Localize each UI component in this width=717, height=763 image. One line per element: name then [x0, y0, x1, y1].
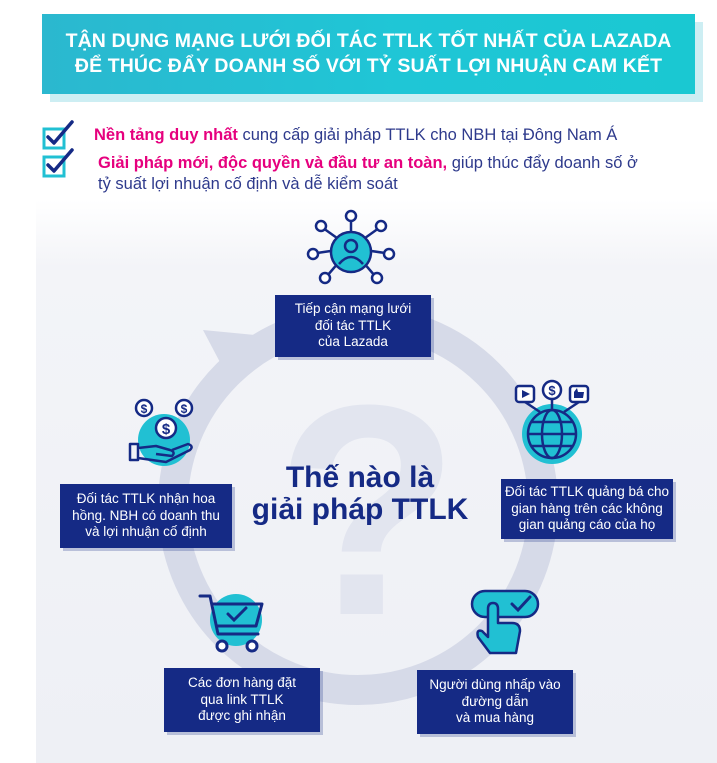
step-3-line-2: đường dẫn: [461, 693, 529, 709]
step-5-line-1: Đối tác TTLK nhận hoa: [76, 491, 216, 507]
ring-arrowhead: [203, 330, 255, 385]
step-1-line-2: đối tác TTLK: [314, 317, 392, 333]
step-2-line-1: Đối tác TTLK quảng bá cho: [504, 484, 670, 500]
step-5-line-2: hồng. NBH có doanh thu: [72, 507, 220, 523]
bullet-1-bold: Nền tảng duy nhất: [94, 126, 238, 144]
svg-text:$: $: [141, 402, 148, 416]
bullet-2-bold: Giải pháp mới, độc quyền và đầu tư an to…: [98, 154, 448, 172]
svg-text:$: $: [548, 383, 556, 398]
step-4-line-1: Các đơn hàng đặt: [188, 675, 296, 691]
checkbox-check-icon: [42, 120, 74, 150]
step-4-line-2: qua link TTLK: [200, 691, 284, 707]
step-2-line-3: gian quảng cáo của họ: [518, 517, 656, 533]
step-1-line-1: Tiếp cận mạng lưới: [294, 301, 412, 317]
center-title-line-1: Thế nào là: [285, 461, 435, 494]
bullet-2-line-2: tỷ suất lợi nhuận cố định và dễ kiểm soá…: [98, 175, 398, 193]
step-3-line-1: Người dùng nhấp vào: [429, 677, 561, 693]
bullet-2: Giải pháp mới, độc quyền và đầu tư an to…: [42, 148, 702, 198]
title-banner: TẬN DỤNG MẠNG LƯỚI ĐỐI TÁC TTLK TỐT NHẤT…: [42, 14, 695, 94]
step-4-line-3: được ghi nhận: [198, 708, 286, 724]
checkbox-check-icon: [42, 148, 74, 178]
step-box-5: Đối tác TTLK nhận hoa hồng. NBH có doanh…: [60, 484, 232, 548]
step-5-line-3: và lợi nhuận cố định: [85, 524, 207, 540]
bullet-2-rest: giúp thúc đẩy doanh số ở: [447, 154, 638, 172]
click-hand-icon: [470, 589, 540, 655]
step-box-1: Tiếp cận mạng lưới đối tác TTLK của Laza…: [275, 295, 431, 357]
step-box-2: Đối tác TTLK quảng bá cho gian hàng trên…: [501, 479, 673, 539]
svg-text:$: $: [181, 402, 188, 416]
hand-money-icon: $ $ $: [128, 398, 194, 466]
center-title: Thế nào là giải pháp TTLK: [240, 462, 480, 526]
step-3-line-3: và mua hàng: [455, 710, 535, 726]
step-1-line-3: của Lazada: [318, 334, 388, 350]
bullet-1-text: Nền tảng duy nhất cung cấp giải pháp TTL…: [94, 124, 617, 146]
bullet-2-text: Giải pháp mới, độc quyền và đầu tư an to…: [98, 152, 638, 174]
bullet-1-rest: cung cấp giải pháp TTLK cho NBH tại Đông…: [237, 126, 618, 144]
network-user-icon: [306, 209, 396, 285]
shopping-cart-icon: [198, 594, 264, 653]
question-mark: ?: [276, 342, 460, 678]
banner-line-1: TẬN DỤNG MẠNG LƯỚI ĐỐI TÁC TTLK TỐT NHẤT…: [65, 30, 672, 52]
step-box-3: Người dùng nhấp vào đường dẫn và mua hàn…: [417, 670, 573, 734]
globe-media-icon: $: [514, 379, 590, 464]
center-title-line-2: giải pháp TTLK: [251, 493, 469, 526]
svg-text:$: $: [162, 421, 171, 438]
step-2-line-2: gian hàng trên các không: [511, 500, 663, 516]
bullet-1: Nền tảng duy nhất cung cấp giải pháp TTL…: [42, 120, 702, 150]
banner-line-2: ĐỂ THÚC ĐẨY DOANH SỐ VỚI TỶ SUẤT LỢI NHU…: [74, 55, 663, 77]
step-box-4: Các đơn hàng đặt qua link TTLK được ghi …: [164, 668, 320, 732]
